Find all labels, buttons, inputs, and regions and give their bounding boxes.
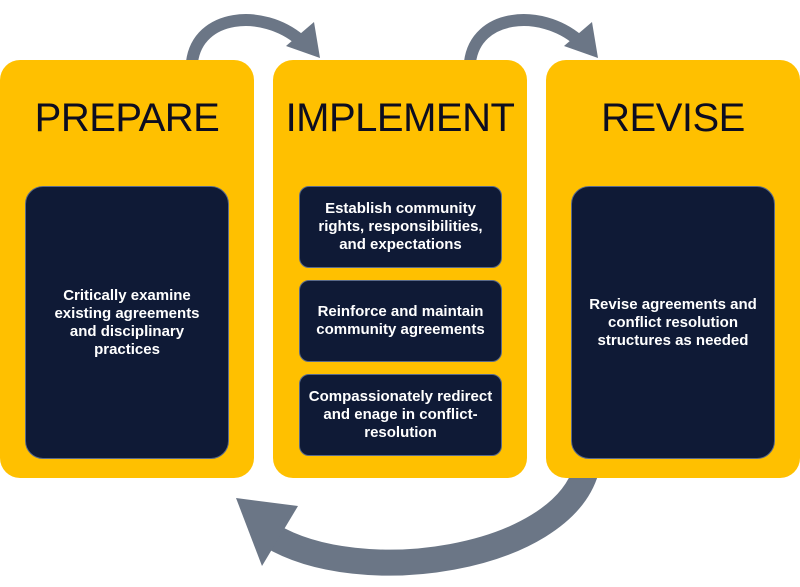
arrow-prepare-to-implement (186, 14, 304, 64)
arrow-implement-to-revise (464, 14, 582, 64)
stage-title-revise: REVISE (601, 96, 745, 140)
implement-step-box-3: Compassionately redirect and enage in co… (299, 374, 502, 456)
prepare-step-box: Critically examine existing agreements a… (25, 186, 229, 459)
implement-step-text-3: Compassionately redirect and enage in co… (308, 388, 493, 441)
stage-prepare: PREPARE Critically examine existing agre… (0, 60, 254, 478)
implement-step-box-1: Establish community rights, responsibili… (299, 186, 502, 268)
revise-step-text: Revise agreements and conflict resolutio… (589, 295, 757, 349)
arrow-head-revise-to-prepare (236, 498, 298, 566)
stage-implement: IMPLEMENT Establish community rights, re… (273, 60, 527, 478)
revise-step-box: Revise agreements and conflict resolutio… (571, 186, 775, 459)
arrow-head-prepare-to-implement (286, 22, 320, 58)
arrow-head-implement-to-revise (564, 22, 598, 58)
implement-step-text-2: Reinforce and maintain community agreeme… (316, 303, 485, 338)
implement-step-text-1: Establish community rights, responsibili… (318, 200, 483, 253)
stage-title-prepare: PREPARE (34, 96, 220, 140)
implement-step-box-2: Reinforce and maintain community agreeme… (299, 280, 502, 362)
stage-revise: REVISE Revise agreements and conflict re… (546, 60, 800, 478)
prepare-step-text: Critically examine existing agreements a… (54, 286, 200, 358)
arrow-revise-to-prepare (263, 465, 599, 576)
stage-title-implement: IMPLEMENT (285, 96, 515, 140)
